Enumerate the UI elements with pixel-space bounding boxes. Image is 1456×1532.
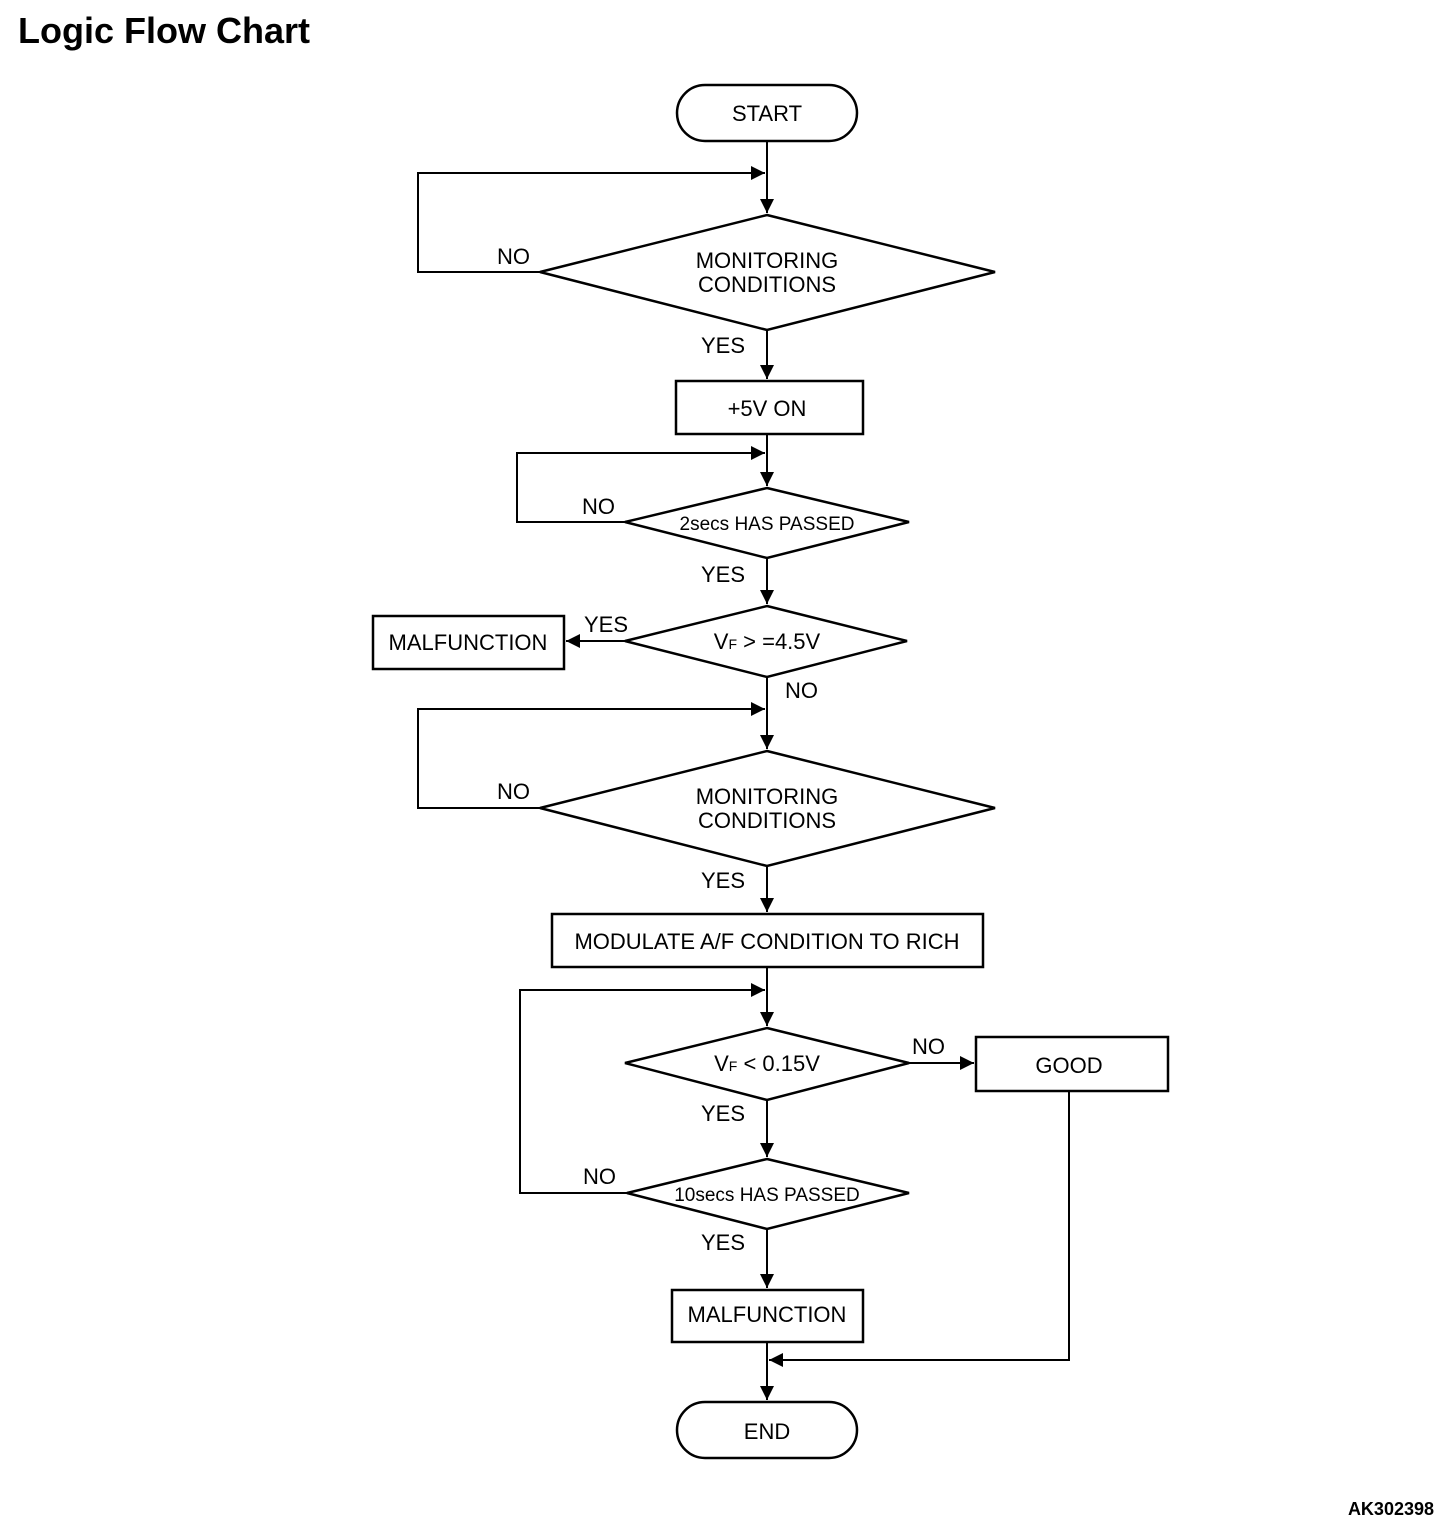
- label-yes-vflow: YES: [701, 1101, 745, 1126]
- plus5v-label: +5V ON: [728, 396, 807, 421]
- plus5v-on-process: +5V ON: [674, 379, 865, 436]
- modulate-af-process: MODULATE A/F CONDITION TO RICH: [550, 912, 985, 969]
- label-no-monitoring1: NO: [497, 244, 530, 269]
- label-yes-vfhigh: YES: [584, 612, 628, 637]
- monitoring2-line1: MONITORING: [696, 784, 839, 809]
- monitoring1-line2: CONDITIONS: [698, 272, 836, 297]
- monitoring-conditions-decision-1: MONITORING CONDITIONS: [539, 213, 996, 332]
- vf-low-decision: VF < 0.15V: [624, 1026, 910, 1102]
- monitoring2-line2: CONDITIONS: [698, 808, 836, 833]
- good-label: GOOD: [1035, 1053, 1102, 1078]
- connectors: [417, 141, 1070, 1400]
- edge-labels: NO YES NO YES YES NO NO YES NO YES NO YE…: [497, 244, 945, 1255]
- label-yes-wait10: YES: [701, 1230, 745, 1255]
- vf-low-subscript: F: [729, 1058, 738, 1074]
- label-no-monitoring2: NO: [497, 779, 530, 804]
- edge-wait2-no-loop: [516, 446, 765, 523]
- vf-high-v: V: [714, 629, 729, 654]
- modulate-label: MODULATE A/F CONDITION TO RICH: [574, 929, 959, 954]
- end-node: END: [675, 1400, 859, 1460]
- figure-id: AK302398: [1347, 1499, 1434, 1519]
- monitoring1-line1: MONITORING: [696, 248, 839, 273]
- label-no-wait10: NO: [583, 1164, 616, 1189]
- edge-monitoring2-no-loop: [417, 702, 765, 809]
- label-yes-monitoring2: YES: [701, 868, 745, 893]
- malfunction-process-1: MALFUNCTION: [371, 614, 566, 671]
- label-no-vfhigh: NO: [785, 678, 818, 703]
- vf-low-condition: < 0.15V: [737, 1051, 820, 1076]
- start-node: START: [675, 83, 859, 143]
- start-label: START: [732, 101, 802, 126]
- label-yes-monitoring1: YES: [701, 333, 745, 358]
- wait-2secs-decision: 2secs HAS PASSED: [624, 486, 910, 560]
- vf-low-label: VF < 0.15V: [714, 1051, 820, 1076]
- edge-good-join: [769, 1091, 1070, 1367]
- vf-high-subscript: F: [728, 636, 737, 652]
- wait-10secs-decision: 10secs HAS PASSED: [626, 1157, 910, 1231]
- label-yes-wait2: YES: [701, 562, 745, 587]
- wait10-label: 10secs HAS PASSED: [674, 1185, 860, 1206]
- malfunction1-label: MALFUNCTION: [389, 630, 548, 655]
- malfunction-process-2: MALFUNCTION: [670, 1288, 865, 1344]
- vf-high-decision: VF > =4.5V: [624, 604, 908, 679]
- malfunction2-label: MALFUNCTION: [688, 1302, 847, 1327]
- label-no-wait2: NO: [582, 494, 615, 519]
- edge-monitoring1-no-loop: [417, 166, 765, 273]
- end-label: END: [744, 1419, 790, 1444]
- vf-high-condition: > =4.5V: [737, 629, 821, 654]
- edge-wait10-no-loop: [519, 983, 765, 1194]
- page-title: Logic Flow Chart: [18, 10, 310, 51]
- vf-high-label: VF > =4.5V: [714, 629, 821, 654]
- label-no-vflow: NO: [912, 1034, 945, 1059]
- vf-low-v: V: [714, 1051, 729, 1076]
- good-process: GOOD: [974, 1035, 1170, 1093]
- monitoring-conditions-decision-2: MONITORING CONDITIONS: [539, 749, 996, 868]
- wait2-label: 2secs HAS PASSED: [680, 514, 855, 535]
